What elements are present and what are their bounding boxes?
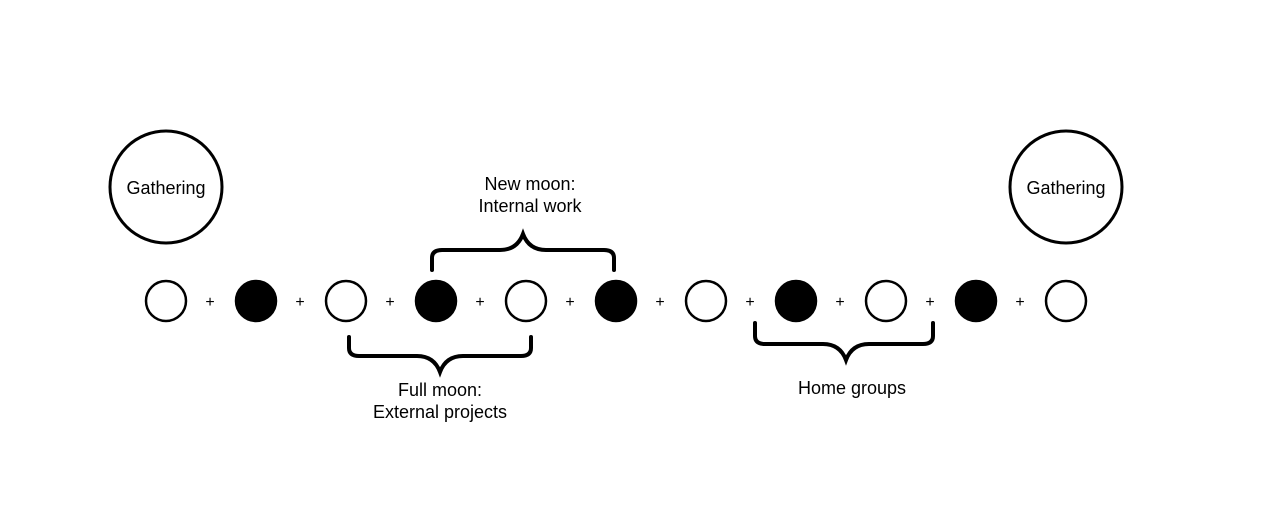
new-moon-circle: [594, 279, 638, 323]
gathering-left: Gathering: [108, 129, 224, 245]
full-moon-circle: [144, 279, 188, 323]
plus-sign: +: [475, 294, 484, 311]
full-moon-description: External projects: [373, 402, 507, 422]
plus-sign: +: [565, 294, 574, 311]
moon-sequence: + + + + + + + + + +: [144, 279, 1088, 323]
plus-sign: +: [385, 294, 394, 311]
plus-sign: +: [295, 294, 304, 311]
plus-sign: +: [205, 294, 214, 311]
home-groups-brace: [753, 321, 935, 366]
full-moon-circle: [1044, 279, 1088, 323]
new-moon-label: New moon:: [484, 174, 575, 194]
gathering-right-label: Gathering: [1026, 178, 1105, 198]
new-moon-brace: [430, 228, 616, 272]
plus-sign: +: [925, 294, 934, 311]
plus-sign: +: [745, 294, 754, 311]
gathering-left-label: Gathering: [126, 178, 205, 198]
gathering-right: Gathering: [1008, 129, 1124, 245]
full-moon-circle: [864, 279, 908, 323]
home-groups-label: Home groups: [798, 378, 906, 398]
full-moon-label: Full moon:: [398, 380, 482, 400]
new-moon-description: Internal work: [478, 196, 582, 216]
new-moon-circle: [954, 279, 998, 323]
new-moon-circle: [774, 279, 818, 323]
new-moon-circle: [414, 279, 458, 323]
full-moon-circle: [504, 279, 548, 323]
plus-sign: +: [655, 294, 664, 311]
plus-sign: +: [1015, 294, 1024, 311]
full-moon-circle: [324, 279, 368, 323]
plus-sign: +: [835, 294, 844, 311]
full-moon-brace: [347, 335, 533, 378]
full-moon-circle: [684, 279, 728, 323]
new-moon-circle: [234, 279, 278, 323]
